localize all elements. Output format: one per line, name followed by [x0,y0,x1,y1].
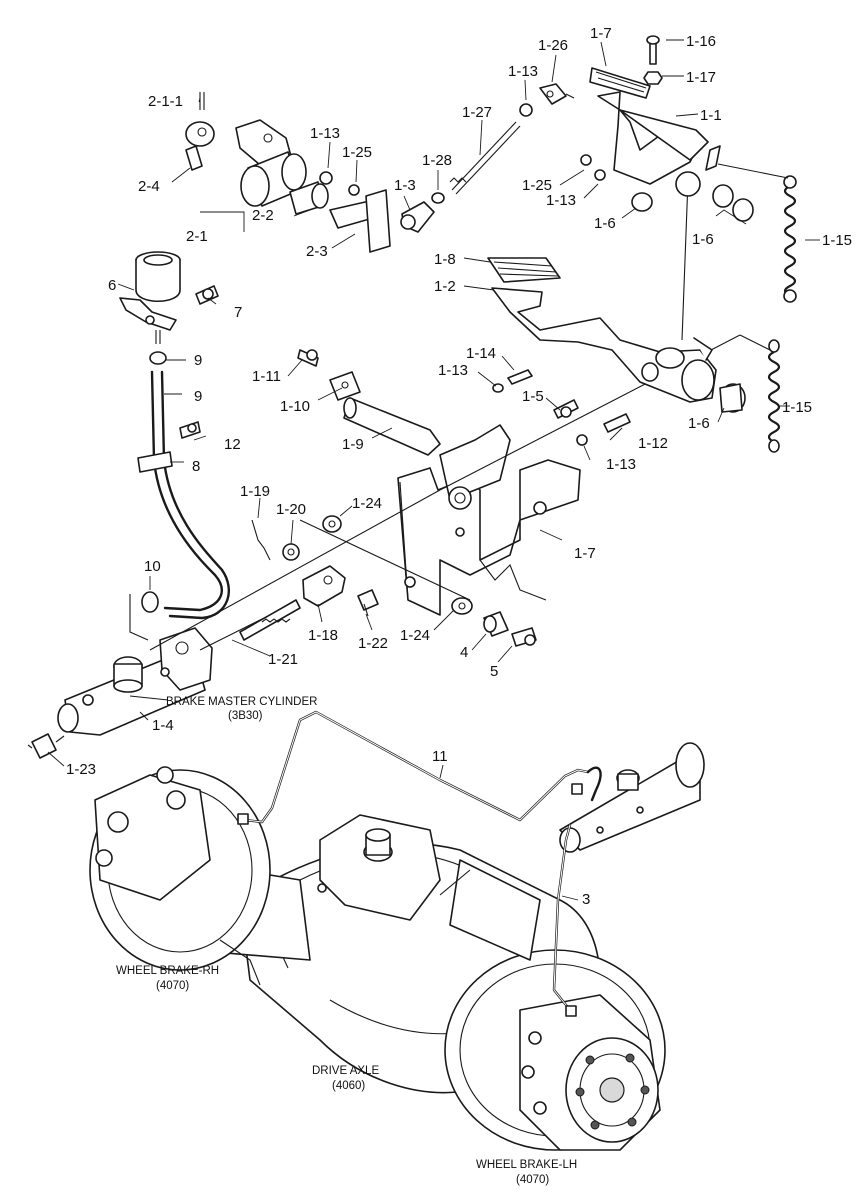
brake-master-cylinder-label: BRAKE MASTER CYLINDER [166,696,317,708]
callout-1-23: 1-23 [66,761,96,778]
callout-8: 9 [194,388,202,405]
callout-1-14: 1-14 [466,345,496,362]
wheel-brake-lh-code: (4070) [516,1174,549,1186]
callout-1-6-lower: 1-6 [688,415,710,432]
callout-1-16: 1-16 [686,33,716,50]
callout-12: 12 [224,436,241,453]
brake-pedal [487,257,746,413]
callout-1-7-mid: 1-8 [434,251,456,268]
callout-1-1: 1-1 [700,107,722,124]
captions: BRAKE MASTER CYLINDER (3B30) WHEEL BRAKE… [116,696,577,1186]
callout-3: 4 [460,644,468,661]
callout-1-25-right: 1-25 [522,177,552,194]
leader-lines [47,39,820,901]
brake-master-cylinder-code: (3B30) [228,710,263,722]
callout-1-17: 1-17 [686,69,716,86]
callout-1-18: 1-18 [308,627,338,644]
clutch-reservoir [119,251,219,365]
callout-1-13-right: 1-13 [546,192,576,209]
callout-1-15-lower: 1-15 [782,399,812,416]
callout-1-13-mid: 1-13 [438,362,468,379]
callout-2-3: 2-4 [138,178,160,195]
callout-7: 8 [192,458,200,475]
clutch-hose [129,370,231,641]
callout-11: 11 [432,748,448,765]
drive-axle-label: DRIVE AXLE [312,1065,379,1077]
callout-2-1: 2-1 [186,228,208,245]
brake-pipes [237,710,602,1017]
callout-1-10: 1-10 [280,398,310,415]
callout-1-11: 1-11 [252,368,281,385]
callout-1-7-top: 1-7 [590,25,612,42]
hardware [322,515,537,647]
callout-1-19: 1-21 [268,651,298,668]
clutch-pedal [519,35,754,222]
callout-1-20: 1-19 [240,483,270,500]
callout-1-21: 1-20 [276,501,306,518]
clutch-rod [400,121,521,233]
callout-9-top: 9 [194,352,202,369]
callout-1-27: 1-27 [462,104,492,121]
callout-1-26: 1-26 [538,37,568,54]
callout-1-25-top-left: 1-25 [342,144,372,161]
wheel-brake-rh-code: (4070) [156,980,189,992]
brake-master-cylinder [27,627,213,759]
drive-axle-code: (4060) [332,1080,365,1092]
callout-1-3: 1-3 [394,177,416,194]
callout-1-8: 1-7 [574,545,596,562]
clutch-pedal-shaft [185,92,391,253]
drive-axle-assembly [89,742,705,1151]
callout-1-13-lower: 1-13 [606,456,636,473]
callout-1-2: 1-2 [434,278,456,295]
callout-6: 7 [234,304,242,321]
callout-1-15-top: 1-15 [822,232,852,249]
callout-2-2: 2-3 [306,243,328,260]
callout-labels: 2-1-1 2-4 2-1 2-2 2-3 1-13 1-25 1-3 1-28… [66,25,852,908]
pedal-bracket [149,179,771,651]
callout-9-lower: 10 [144,558,161,575]
callout-1-4: 1-4 [152,717,174,734]
callout-1-6-top: 1-6 [594,215,616,232]
callout-1-13-top-left: 1-13 [310,125,340,142]
callout-1-5: 1-5 [522,388,544,405]
callout-4: 5 [490,663,498,680]
callout-1-24-upper: 1-24 [352,495,382,512]
callout-2-1-1: 2-2 [252,207,274,224]
callout-5: 6 [108,277,116,294]
wheel-brake-lh-label: WHEEL BRAKE-LH [476,1159,577,1171]
wheel-brake-rh-label: WHEEL BRAKE-RH [116,965,219,977]
callout-1-6-right: 1-6 [692,231,714,248]
callout-1-22: 1-22 [358,635,388,652]
callout-10: 3 [582,891,590,908]
callout-1-13-top: 1-13 [508,63,538,80]
callout-1-24-lower: 1-24 [400,627,430,644]
callout-2-4: 2-1-1 [148,93,183,110]
push-rod-and-clevis [199,519,379,651]
pedal-shaft [297,349,631,456]
callout-1-28: 1-28 [422,152,452,169]
callout-1-9: 1-9 [342,436,364,453]
callout-1-12: 1-12 [638,435,668,452]
return-springs [717,163,797,453]
